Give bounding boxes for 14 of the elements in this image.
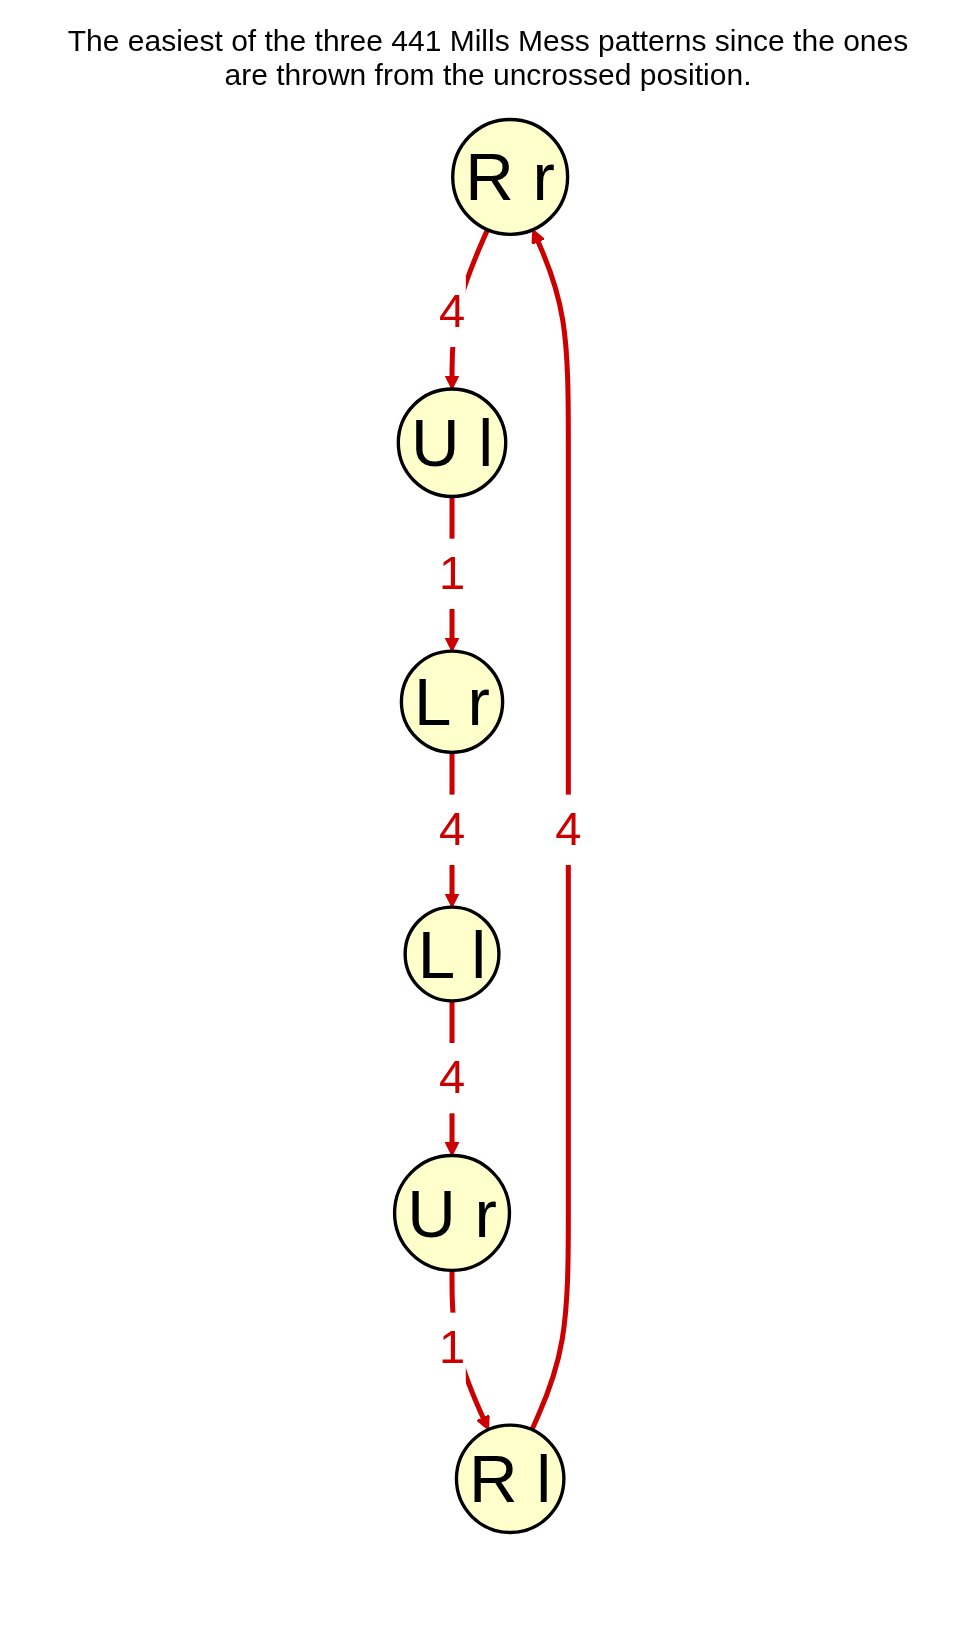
- node-circle: L l: [403, 905, 501, 1003]
- edge-label: 1: [438, 1320, 466, 1373]
- node-circle: R l: [454, 1423, 566, 1535]
- note-text: The easiest of the three 441 Mills Mess patterns since the ones are thrown from the uncrossed position.: [66, 24, 910, 92]
- node-circle: U l: [396, 387, 508, 499]
- node-circle: L r: [399, 649, 505, 755]
- edge-label: 4: [438, 802, 466, 855]
- arrow: [529, 228, 571, 1431]
- edge-label: 4: [438, 284, 466, 337]
- edge-label: 4: [438, 1051, 466, 1104]
- node-circle: R r: [451, 117, 570, 236]
- node-circle: U r: [392, 1153, 512, 1273]
- edge-label: 4: [555, 802, 582, 855]
- edge-label: 1: [438, 546, 466, 600]
